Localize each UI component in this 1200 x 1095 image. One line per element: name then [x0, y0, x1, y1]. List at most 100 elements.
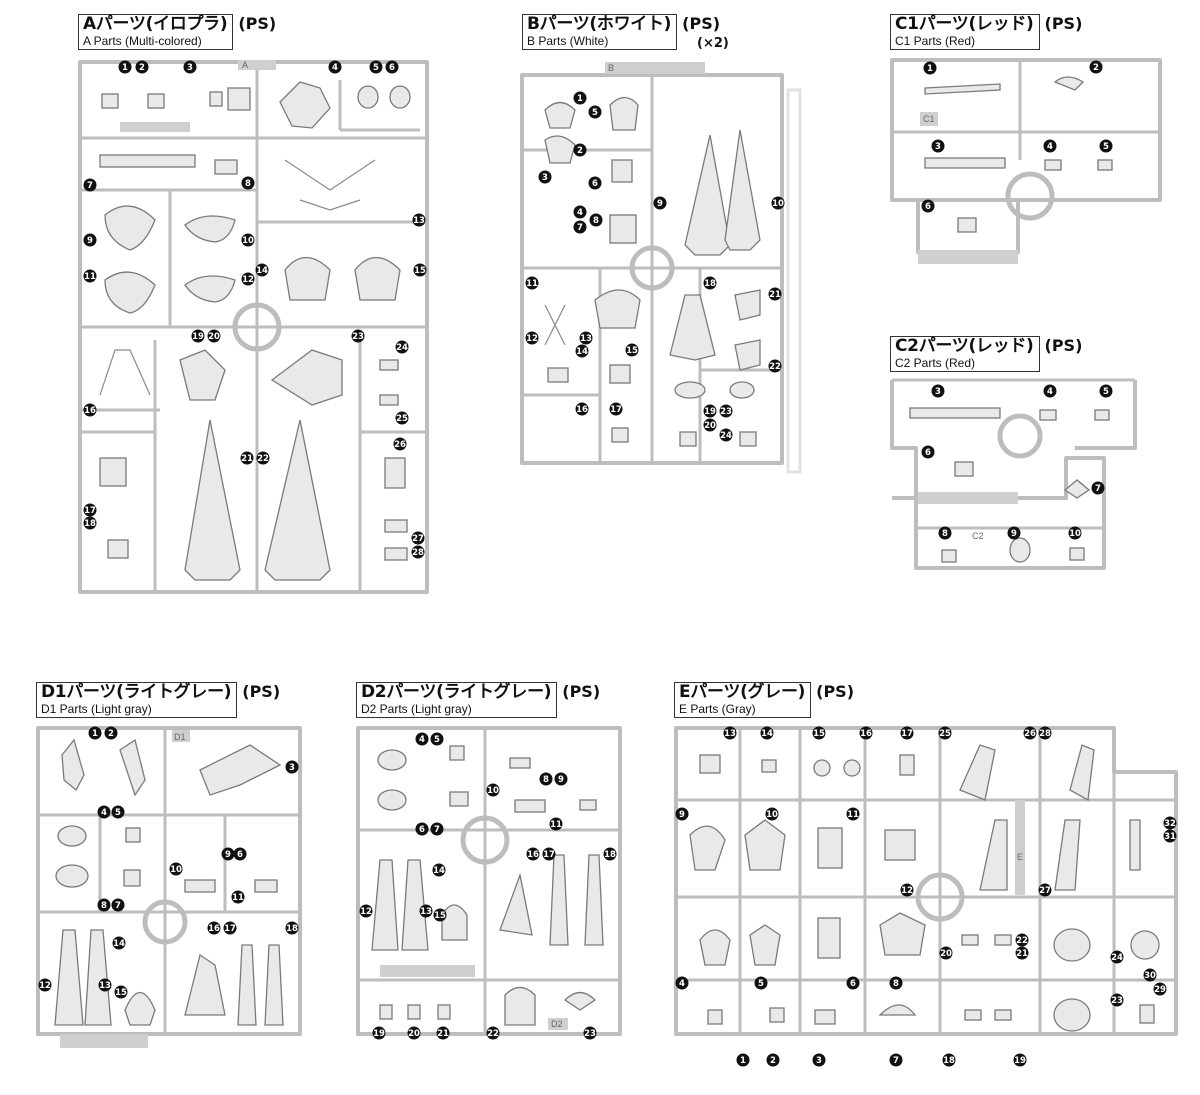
part-number-badge-b: 14: [575, 344, 589, 358]
part-number-badge-d2: 16: [526, 847, 540, 861]
part-number: 3: [542, 173, 548, 183]
part-number: 21: [241, 454, 253, 464]
sheet-a-title-en: A Parts (Multi-colored): [83, 34, 202, 48]
part-number-badge-d2: 8: [539, 772, 553, 786]
part-number-badge-d1: 7: [111, 898, 125, 912]
part-number: 6: [925, 202, 931, 212]
part-number: 2: [577, 146, 583, 156]
part-number: 15: [626, 346, 638, 356]
part-number-badge-e: 16: [859, 726, 873, 740]
part-number: 17: [901, 729, 913, 739]
sheet-d1-title-box: D1パーツ(ライトグレー) D1 Parts (Light gray): [36, 682, 238, 718]
part-number-badge-a: 24: [395, 340, 409, 354]
part-number-badge-c1: 3: [931, 139, 945, 153]
part-number: 22: [769, 362, 781, 372]
part-number: 5: [592, 108, 598, 118]
sheet-e-header: Eパーツ(グレー) E Parts (Gray) (PS): [674, 682, 854, 718]
part-number: 12: [901, 886, 913, 896]
runner-b-tag: B: [608, 63, 614, 73]
part-number: 7: [115, 901, 121, 911]
part-number: 14: [433, 866, 445, 876]
part-number: 5: [115, 808, 121, 818]
part-number: 10: [766, 810, 778, 820]
part-number-badge-d2: 6: [415, 822, 429, 836]
part-number: 19: [704, 407, 716, 417]
part-number: 14: [256, 266, 268, 276]
part-number: 11: [550, 820, 562, 830]
part-number-badge-e: 9: [675, 807, 689, 821]
part-number-badge-a: 13: [412, 213, 426, 227]
part-number-badge-e: 19: [1013, 1053, 1027, 1067]
part-number-badge-d1: 9: [221, 847, 235, 861]
part-number-badge-a: 26: [393, 437, 407, 451]
part-number-badge-e: 27: [1038, 883, 1052, 897]
part-number: 4: [679, 979, 685, 989]
part-number-badge-b: 15: [625, 343, 639, 357]
part-number: 11: [847, 810, 859, 820]
part-number-badge-b: 8: [589, 213, 603, 227]
part-number-badge-e: 12: [900, 883, 914, 897]
part-number: 12: [39, 981, 51, 991]
sheet-c1-header: C1パーツ(レッド) C1 Parts (Red) (PS): [890, 14, 1082, 50]
part-number: 1: [927, 64, 933, 74]
part-number: 19: [373, 1029, 385, 1039]
part-number: 4: [1047, 142, 1053, 152]
part-number: 27: [1039, 886, 1051, 896]
part-number: 1: [740, 1056, 746, 1066]
sheet-c1-material: (PS): [1044, 14, 1083, 33]
part-number-badge-d1: 5: [111, 805, 125, 819]
part-number: 18: [84, 519, 96, 529]
part-number-badge-c1: 4: [1043, 139, 1057, 153]
part-number-badge-a: 10: [241, 233, 255, 247]
sheet-c2-header: C2パーツ(レッド) C2 Parts (Red) (PS): [890, 336, 1082, 372]
part-number: 22: [257, 454, 269, 464]
part-number-badge-d1: 13: [98, 978, 112, 992]
part-number: 1: [577, 94, 583, 104]
part-number-badge-a: 14: [255, 263, 269, 277]
part-number-badge-b: 13: [579, 331, 593, 345]
part-number-badge-e: 3: [812, 1053, 826, 1067]
part-number-badge-e: 8: [889, 976, 903, 990]
part-number: 9: [679, 810, 685, 820]
sheet-b-material: (PS): [682, 14, 721, 33]
part-number: 15: [115, 988, 127, 998]
part-number-badge-b: 7: [573, 220, 587, 234]
part-number: 21: [1016, 949, 1028, 959]
part-number: 2: [139, 63, 145, 73]
sheet-e-title-jp: Eパーツ(グレー): [679, 682, 806, 702]
part-number-badge-b: 22: [768, 359, 782, 373]
part-number: 6: [592, 179, 598, 189]
part-number-badge-e: 26: [1023, 726, 1037, 740]
part-number-badge-e: 28: [1038, 726, 1052, 740]
part-number-badge-d2: 10: [486, 783, 500, 797]
runner-d2: [356, 726, 622, 1036]
part-number-badge-a: 19: [191, 329, 205, 343]
sheet-e-material: (PS): [816, 682, 854, 701]
part-number: 20: [408, 1029, 420, 1039]
part-number: 13: [413, 216, 425, 226]
part-number-badge-d2: 11: [549, 817, 563, 831]
part-number-badge-a: 28: [411, 545, 425, 559]
part-number-badge-a: 1: [118, 60, 132, 74]
part-number: 17: [610, 405, 622, 415]
part-number: 8: [593, 216, 599, 226]
sheet-e-title-box: Eパーツ(グレー) E Parts (Gray): [674, 682, 812, 718]
sheet-a-header: Aパーツ(イロプラ) A Parts (Multi-colored) (PS): [78, 14, 276, 50]
part-number-badge-d1: 11: [231, 890, 245, 904]
part-number: 15: [434, 911, 446, 921]
part-number: 17: [84, 506, 96, 516]
part-number-badge-a: 25: [395, 411, 409, 425]
part-number-badge-a: 9: [83, 233, 97, 247]
part-number-badge-e: 23: [1110, 993, 1124, 1007]
part-number-badge-d2: 23: [583, 1026, 597, 1040]
part-number-badge-c2: 4: [1043, 384, 1057, 398]
part-number-badge-a: 2: [135, 60, 149, 74]
part-number-badge-a: 18: [83, 516, 97, 530]
part-number: 13: [580, 334, 592, 344]
sheet-c2-title-box: C2パーツ(レッド) C2 Parts (Red): [890, 336, 1040, 372]
sheet-d1-header: D1パーツ(ライトグレー) D1 Parts (Light gray) (PS): [36, 682, 280, 718]
sheet-a-material: (PS): [238, 14, 277, 33]
part-number-badge-d1: 15: [114, 985, 128, 999]
part-number-badge-d2: 5: [430, 732, 444, 746]
